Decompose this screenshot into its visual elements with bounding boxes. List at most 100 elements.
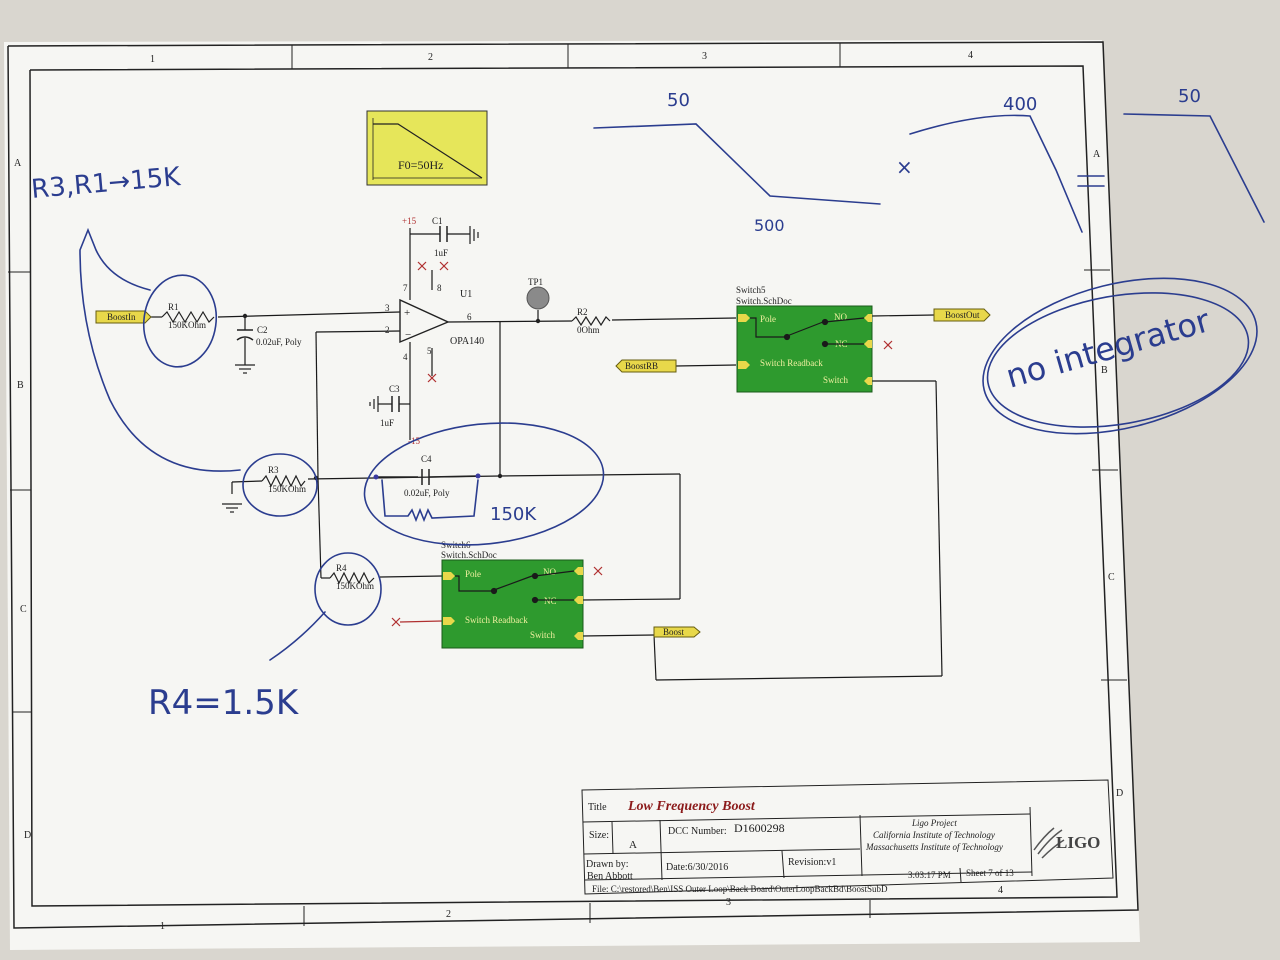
col-label-top-1: 1 <box>150 54 155 65</box>
switch6-no-port <box>574 567 583 575</box>
revision-value: Revision:v1 <box>788 857 836 868</box>
switch6-pole: Pole <box>465 569 481 579</box>
tp1-label: TP1 <box>528 277 543 287</box>
plus15-label: +15 <box>402 216 417 226</box>
row-label-left-b: B <box>17 380 24 391</box>
title-block <box>581 779 1114 895</box>
c4-value: 0.02uF, Poly <box>404 488 450 498</box>
row-label-right-d: D <box>1116 788 1123 799</box>
col-label-bottom-4: 4 <box>998 885 1003 896</box>
c3-value: 1uF <box>380 418 394 428</box>
capacitor-c3-symbol <box>391 396 400 412</box>
r3-value: 150KOhm <box>268 484 306 494</box>
r2-ref: R2 <box>577 307 588 317</box>
ligo-logo: LIGO <box>1056 833 1100 852</box>
title-text: Low Frequency Boost <box>627 799 756 814</box>
filter-response-curve <box>373 123 483 179</box>
time-value: 3:03:17 PM <box>908 870 951 880</box>
annotation-cross: × <box>896 155 913 179</box>
c4-left-node <box>373 474 379 480</box>
c4-right-node <box>475 473 481 479</box>
port-boostin <box>95 310 152 324</box>
ink-markings <box>79 113 1265 661</box>
org-line-3: Massachusetts Institute of Technology <box>865 842 1003 852</box>
r2-value: 0Ohm <box>577 325 600 335</box>
pin-2: 2 <box>385 325 390 335</box>
ground-c2 <box>235 364 255 374</box>
annotation-freq-500: 500 <box>754 216 785 235</box>
port-boost-label: Boost <box>663 627 685 637</box>
dcc-label: DCC Number: <box>668 826 727 837</box>
switch5-switch-port <box>864 377 872 385</box>
paper <box>4 40 1140 950</box>
title-label: Title <box>588 802 607 813</box>
col-label-bottom-2: 2 <box>446 909 451 920</box>
annotation-150k: 150K <box>490 504 537 525</box>
zone-ticks <box>8 43 1127 926</box>
col-label-bottom-3: 3 <box>726 897 731 908</box>
row-label-left-a: A <box>14 158 22 169</box>
row-label-right-c: C <box>1108 572 1115 583</box>
col-label-top-4: 4 <box>968 50 973 61</box>
switch5-switch: Switch <box>823 375 849 385</box>
switch5-nc-port <box>864 340 872 348</box>
opamp-plus: + <box>404 307 410 319</box>
annotation-freq-50-right: 50 <box>1178 86 1201 107</box>
r4-value: 150KOhm <box>336 581 374 591</box>
row-label-left-d: D <box>24 830 31 841</box>
switch5-name: Switch5 <box>736 285 766 295</box>
resistor-r1-symbol <box>161 310 215 324</box>
c2-value: 0.02uF, Poly <box>256 337 302 347</box>
r1-value: 150KOhm <box>168 320 206 330</box>
port-boostout <box>933 308 991 322</box>
switch6-nc-port <box>574 596 583 604</box>
switch6-switch: Switch <box>530 630 556 640</box>
c4-ref: C4 <box>421 454 432 464</box>
date-value: Date:6/30/2016 <box>666 862 728 873</box>
switch5-block <box>736 305 873 393</box>
file-value: File: C:\restored\Ben\ISS Outer Loop\Bac… <box>592 884 888 894</box>
port-boostrb-label: BoostRB <box>625 361 658 371</box>
filter-box <box>366 110 488 186</box>
pin-5: 5 <box>427 346 432 356</box>
port-boostout-label: BoostOut <box>945 310 980 320</box>
size-label: Size: <box>589 830 609 841</box>
annotation-r4: R4=1.5K <box>148 683 300 723</box>
annotation-freq-400: 400 <box>1003 94 1037 115</box>
c3-ref: C3 <box>389 384 400 394</box>
inner-frame <box>29 65 1118 907</box>
switch5-no: NO <box>834 312 847 322</box>
switch6-pole-port <box>443 572 455 580</box>
r4-ref: R4 <box>336 563 347 573</box>
r1-ref: R1 <box>168 302 179 312</box>
annotation-freq-50-left: 50 <box>667 90 690 111</box>
opamp-u1 <box>399 298 450 344</box>
pin-8: 8 <box>437 283 442 293</box>
switch6-doc: Switch.SchDoc <box>441 550 497 560</box>
drawn-label: Drawn by: <box>586 859 629 870</box>
pin-3: 3 <box>385 303 390 313</box>
pin-6: 6 <box>467 312 472 322</box>
col-label-bottom-1: 1 <box>160 921 165 932</box>
switch5-pole-port <box>738 314 750 322</box>
u1-part: OPA140 <box>450 336 484 347</box>
outer-frame <box>7 41 1139 929</box>
switch6-block <box>441 559 584 649</box>
opamp-minus: − <box>405 329 411 341</box>
u1-ref: U1 <box>460 289 472 300</box>
port-boostrb <box>615 359 677 373</box>
dcc-value: D1600298 <box>734 821 785 835</box>
org-line-2: California Institute of Technology <box>873 830 995 840</box>
pin-4: 4 <box>403 352 408 362</box>
switch6-nc: NC <box>544 596 557 606</box>
ground-c1 <box>469 226 479 244</box>
size-value: A <box>629 839 637 851</box>
test-point-tp1 <box>526 286 550 310</box>
col-label-top-3: 3 <box>702 51 707 62</box>
capacitor-c1-symbol <box>439 226 448 242</box>
port-boostin-label: BoostIn <box>107 312 136 322</box>
r3-ref: R3 <box>268 465 279 475</box>
row-label-right-b: B <box>1101 365 1108 376</box>
switch5-readback-port <box>738 361 750 369</box>
